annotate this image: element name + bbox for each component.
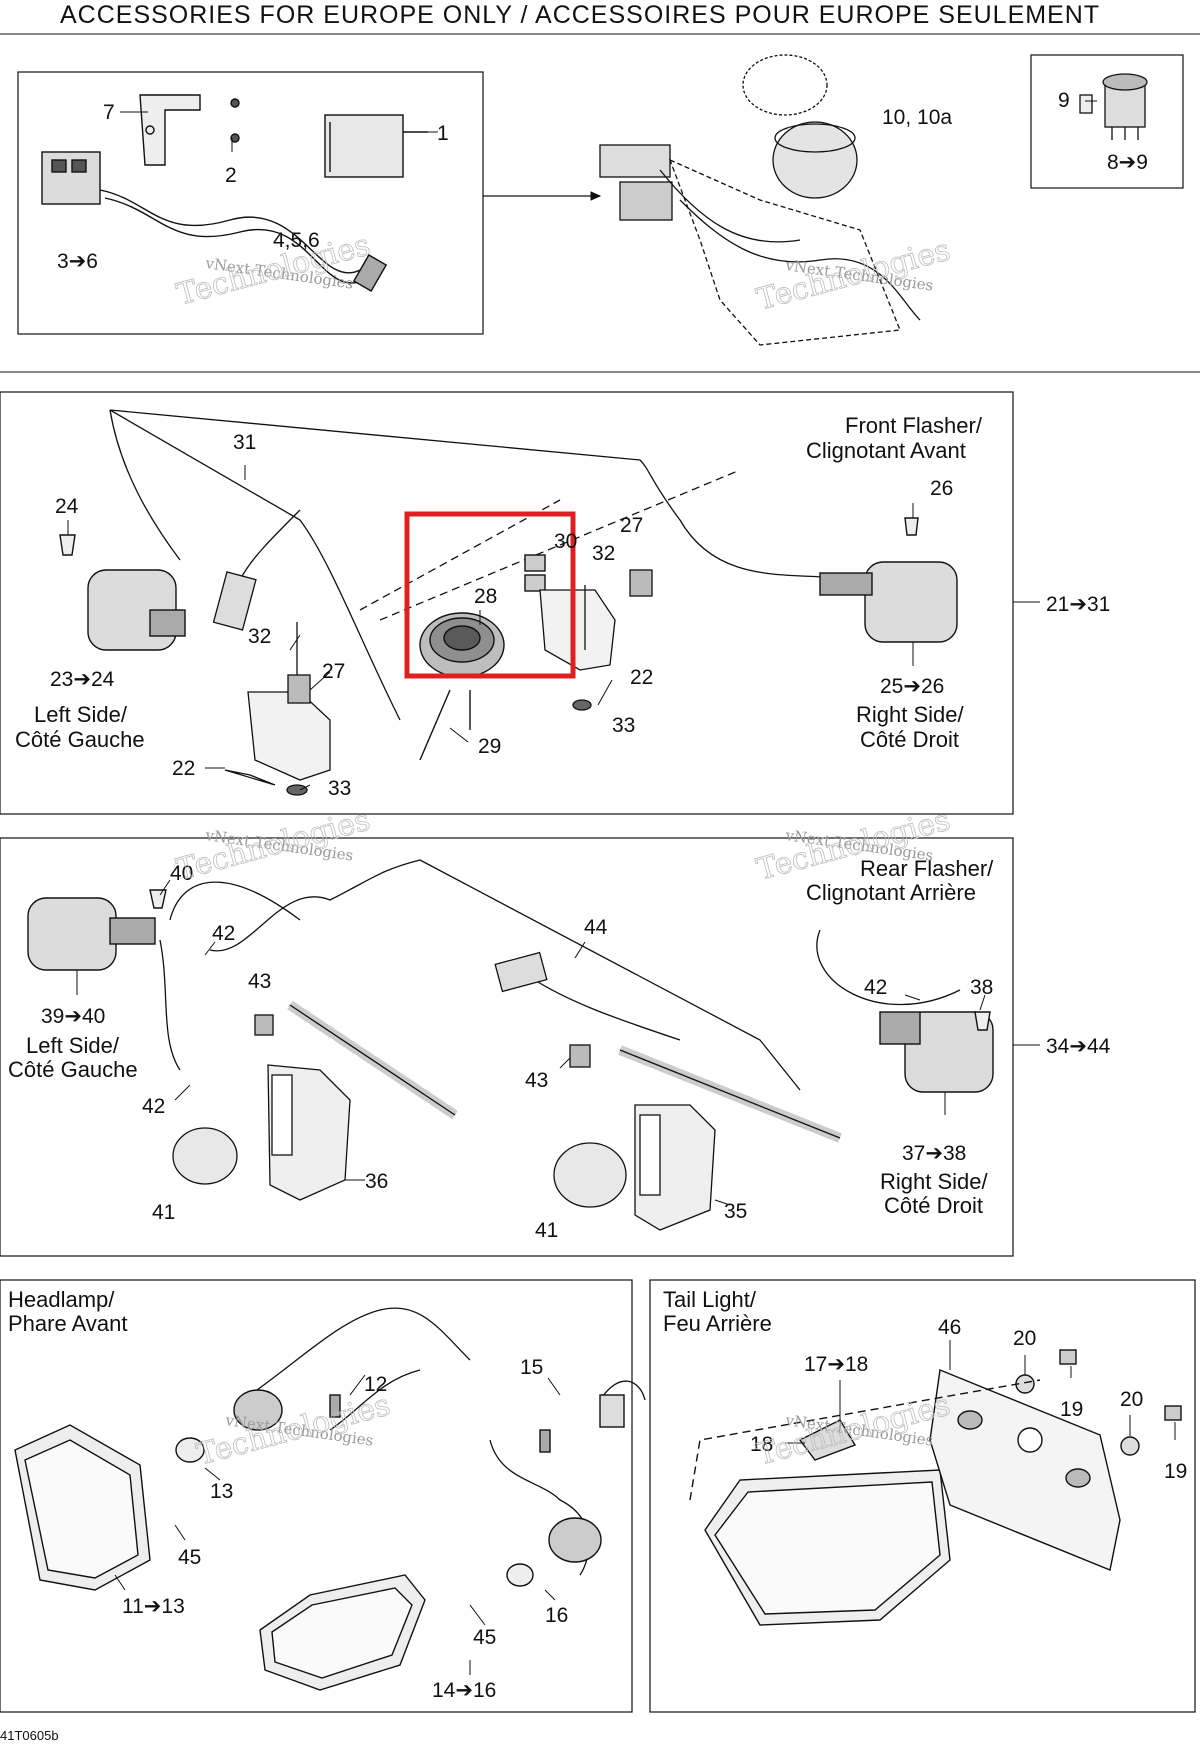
taillight-heading-fr: Feu Arrière <box>663 1311 772 1336</box>
highlight-box <box>404 511 576 679</box>
callout-46: 46 <box>938 1316 961 1339</box>
callout-33-left: 33 <box>328 777 351 800</box>
handlebar-assembly <box>599 54 921 346</box>
rear-flasher-heading-en: Rear Flasher/ <box>860 856 994 881</box>
rear-flasher-heading-fr: Clignotant Arrière <box>806 880 976 905</box>
taillight-assembly <box>689 1349 1182 1626</box>
callout-19-b: 19 <box>1164 1460 1187 1483</box>
callout-27-left: 27 <box>322 660 345 683</box>
callout-27-right: 27 <box>620 514 643 537</box>
callout-30: 30 <box>554 530 577 553</box>
callout-1: 1 <box>437 122 449 145</box>
callout-37-38: 37➔38 <box>902 1142 966 1165</box>
rear-flasher-range: 34➔44 <box>1046 1035 1111 1058</box>
rear-right-side-fr: Côté Droit <box>884 1193 983 1218</box>
callout-26: 26 <box>930 477 953 500</box>
callout-32-left: 32 <box>248 625 271 648</box>
callout-36: 36 <box>365 1170 388 1193</box>
callout-20-b: 20 <box>1120 1388 1143 1411</box>
relay-part <box>324 114 428 178</box>
callout-42-b: 42 <box>142 1095 165 1118</box>
callout-19-a: 19 <box>1060 1398 1083 1421</box>
callout-22-right: 22 <box>630 666 653 689</box>
front-right-side-fr: Côté Droit <box>860 727 959 752</box>
callout-41-left: 41 <box>152 1201 175 1224</box>
rear-right-side-en: Right Side/ <box>880 1169 989 1194</box>
callout-20-a: 20 <box>1013 1327 1036 1350</box>
callout-42-a: 42 <box>212 922 235 945</box>
switch-part <box>41 94 388 292</box>
left-rear-bracket <box>172 1000 458 1201</box>
right-front-bracket <box>539 569 653 711</box>
callout-35: 35 <box>724 1200 747 1223</box>
callout-38: 38 <box>970 976 993 999</box>
callout-45-right: 45 <box>473 1626 496 1649</box>
callout-25-26: 25➔26 <box>880 675 944 698</box>
headlamp-heading-en: Headlamp/ <box>8 1287 115 1312</box>
callout-17-18: 17➔18 <box>804 1353 868 1376</box>
callout-3-6: 3➔6 <box>57 250 98 273</box>
callout-4-5-6: 4,5,6 <box>273 229 320 252</box>
left-front-bracket <box>224 622 331 796</box>
callout-8-9: 8➔9 <box>1107 151 1148 174</box>
callout-10-10a: 10, 10a <box>882 106 952 129</box>
headlamp-left <box>14 1389 341 1591</box>
socket-part <box>1079 73 1148 140</box>
callout-23-24: 23➔24 <box>50 668 115 691</box>
callout-42-c: 42 <box>864 976 887 999</box>
right-rear-flasher <box>879 1011 994 1093</box>
callout-24: 24 <box>55 495 79 518</box>
callout-31: 31 <box>233 431 256 454</box>
callout-7: 7 <box>103 101 115 124</box>
callout-33-right: 33 <box>612 714 635 737</box>
rear-flasher-panel: Rear Flasher/ Clignotant Arrière 34➔44 4… <box>0 837 1111 1257</box>
front-connector <box>212 571 257 631</box>
callout-29: 29 <box>478 735 501 758</box>
horn-part <box>419 554 546 761</box>
callout-16: 16 <box>545 1604 568 1627</box>
rear-connector <box>494 951 548 993</box>
left-rear-flasher <box>27 889 167 971</box>
left-front-flasher <box>59 534 186 651</box>
callout-2: 2 <box>225 164 237 187</box>
headlamp-heading-fr: Phare Avant <box>8 1311 127 1336</box>
front-right-side-en: Right Side/ <box>856 702 965 727</box>
front-flasher-range: 21➔31 <box>1046 593 1110 616</box>
callout-40: 40 <box>170 862 193 885</box>
callout-9: 9 <box>1058 89 1070 112</box>
callout-39-40: 39➔40 <box>41 1005 105 1028</box>
callout-28: 28 <box>474 585 497 608</box>
front-flasher-heading-en: Front Flasher/ <box>845 413 983 438</box>
callout-43-right: 43 <box>525 1069 548 1092</box>
right-rear-bracket <box>553 1044 842 1231</box>
callout-11-13: 11➔13 <box>122 1595 185 1618</box>
rear-left-side-fr: Côté Gauche <box>8 1057 138 1082</box>
callout-44: 44 <box>584 916 608 939</box>
rear-left-side-en: Left Side/ <box>26 1033 120 1058</box>
page-title: ACCESSORIES FOR EUROPE ONLY / ACCESSOIRE… <box>60 1 1100 29</box>
headlamp-panel: Headlamp/ Phare Avant 12 15 13 45 11➔13 … <box>0 1279 646 1713</box>
callout-43-left: 43 <box>248 970 271 993</box>
taillight-heading-en: Tail Light/ <box>663 1287 757 1312</box>
callout-14-16: 14➔16 <box>432 1679 496 1702</box>
callout-45-left: 45 <box>178 1546 201 1569</box>
drawing-number: 41T0605b <box>0 1728 59 1743</box>
callout-13: 13 <box>210 1480 233 1503</box>
top-panel: 7 2 1 3➔6 4,5,6 10, 10a 9 8➔9 <box>0 54 1200 373</box>
front-left-side-fr: Côté Gauche <box>15 727 145 752</box>
front-flasher-panel: Front Flasher/ Clignotant Avant 21➔31 31… <box>0 391 1110 815</box>
callout-41-right: 41 <box>535 1219 558 1242</box>
headlamp-right <box>259 1394 625 1691</box>
front-left-side-en: Left Side/ <box>34 702 128 727</box>
right-front-flasher <box>819 517 958 643</box>
callout-32-right: 32 <box>592 542 615 565</box>
callout-22-left: 22 <box>172 757 195 780</box>
callout-18: 18 <box>750 1433 773 1456</box>
callout-15: 15 <box>520 1356 543 1379</box>
taillight-panel: Tail Light/ Feu Arrière 46 20 17➔18 19 1… <box>649 1279 1196 1713</box>
front-flasher-heading-fr: Clignotant Avant <box>806 438 966 463</box>
watermarks: vNext Technologies Technologies vNext Te… <box>173 227 955 1473</box>
callout-12: 12 <box>364 1373 387 1396</box>
